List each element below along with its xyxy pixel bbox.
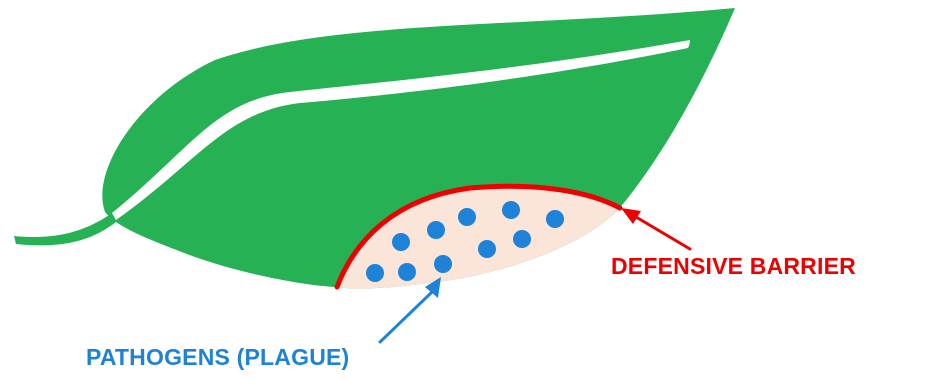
pathogen-dot [434,255,452,273]
barrier-arrow-shaft [636,217,690,249]
defensive-barrier-label: DEFENSIVE BARRIER [611,253,856,280]
pathogen-arrow-shaft [380,292,432,342]
pathogen-dot [398,263,416,281]
pathogen-dot [458,208,476,226]
pathogen-dot [366,264,384,282]
pathogen-dot [427,221,445,239]
leaf-stem [14,213,116,245]
pathogen-dot [478,240,496,258]
barrier-arrow [621,208,690,249]
pathogen-dot [513,230,531,248]
pathogen-dot [502,201,520,219]
pathogen-dot [392,233,410,251]
barrier-arrow-head [621,208,641,224]
pathogen-dot [546,210,564,228]
pathogens-label: PATHOGENS (PLAGUE) [86,344,349,371]
